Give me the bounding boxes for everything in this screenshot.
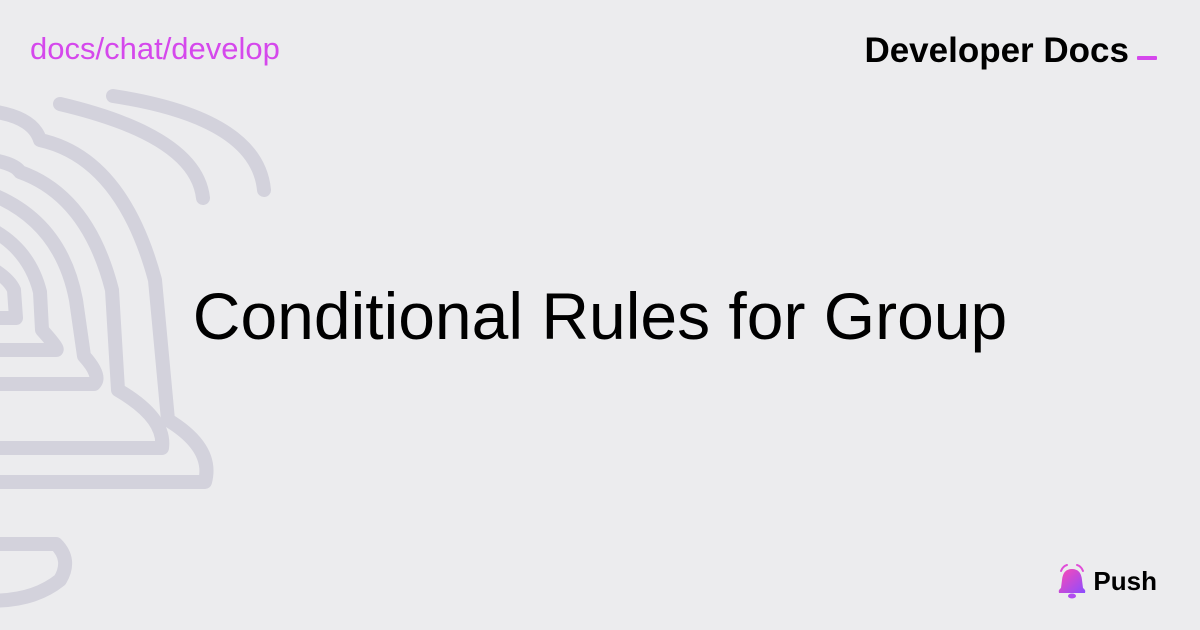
bell-icon (1059, 564, 1086, 599)
push-logo: Push (1055, 562, 1157, 600)
breadcrumb[interactable]: docs/chat/develop (30, 31, 280, 66)
bell-contour-2 (0, 154, 170, 455)
bell-contour-5 (0, 265, 23, 325)
developer-docs-label: Developer Docs (864, 31, 1129, 70)
developer-docs-heading: Developer Docs (864, 30, 1157, 72)
bell-contour-4 (0, 226, 64, 357)
signal-arc-outer (106, 89, 271, 197)
bell-outline-decoration (0, 89, 271, 608)
cursor-icon (1137, 56, 1157, 60)
bell-contour-3 (0, 190, 104, 391)
bell-clapper (0, 537, 73, 608)
push-logo-text: Push (1093, 566, 1157, 596)
signal-arc-inner (53, 97, 210, 205)
page-title: Conditional Rules for Group (192, 279, 1008, 353)
bell-contour-1 (0, 105, 214, 489)
